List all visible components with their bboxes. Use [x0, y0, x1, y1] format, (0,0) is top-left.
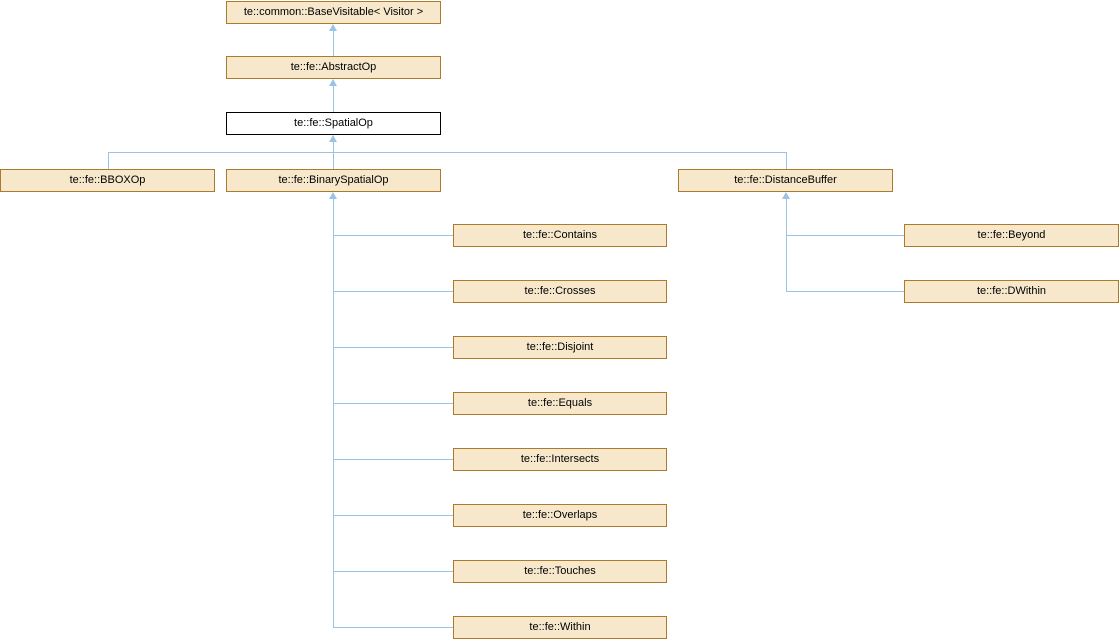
- class-node-abstractop[interactable]: te::fe::AbstractOp: [226, 56, 441, 79]
- edge-spatialop-abstractop: [333, 86, 334, 112]
- class-node-contains[interactable]: te::fe::Contains: [453, 224, 667, 247]
- class-node-disjoint[interactable]: te::fe::Disjoint: [453, 336, 667, 359]
- class-node-distancebuffer[interactable]: te::fe::DistanceBuffer: [678, 169, 893, 192]
- edge-beyond-branch: [786, 235, 904, 236]
- class-node-binaryspatialop[interactable]: te::fe::BinarySpatialOp: [226, 169, 441, 192]
- class-node-intersects[interactable]: te::fe::Intersects: [453, 448, 667, 471]
- edge-children-spatialop-bus: [108, 152, 786, 153]
- class-node-crosses[interactable]: te::fe::Crosses: [453, 280, 667, 303]
- class-node-dwithin[interactable]: te::fe::DWithin: [904, 280, 1119, 303]
- class-node-bboxop[interactable]: te::fe::BBOXOp: [0, 169, 215, 192]
- arrow-up-icon: [329, 24, 337, 31]
- class-node-equals[interactable]: te::fe::Equals: [453, 392, 667, 415]
- class-node-basevisitable[interactable]: te::common::BaseVisitable< Visitor >: [226, 1, 441, 24]
- edge-bboxop-drop: [108, 152, 109, 169]
- edge-overlaps-branch: [333, 515, 453, 516]
- edge-disjoint-branch: [333, 347, 453, 348]
- edge-distancebuffer-trunk: [786, 199, 787, 292]
- arrow-up-icon: [329, 79, 337, 86]
- edge-binaryspatialop-drop: [333, 152, 334, 169]
- edge-intersects-branch: [333, 459, 453, 460]
- edge-distancebuffer-drop: [786, 152, 787, 169]
- edge-equals-branch: [333, 403, 453, 404]
- class-node-within[interactable]: te::fe::Within: [453, 616, 667, 639]
- class-node-touches[interactable]: te::fe::Touches: [453, 560, 667, 583]
- edge-dwithin-branch: [786, 291, 904, 292]
- edge-touches-branch: [333, 571, 453, 572]
- edge-children-spatialop-stem: [333, 142, 334, 152]
- edge-crosses-branch: [333, 291, 453, 292]
- arrow-up-icon: [782, 192, 790, 199]
- edge-abstractop-basevisitable: [333, 31, 334, 56]
- edge-contains-branch: [333, 235, 453, 236]
- arrow-up-icon: [329, 135, 337, 142]
- class-node-beyond[interactable]: te::fe::Beyond: [904, 224, 1119, 247]
- edge-binaryspatialop-trunk: [333, 199, 334, 628]
- class-node-overlaps[interactable]: te::fe::Overlaps: [453, 504, 667, 527]
- edge-within-branch: [333, 627, 453, 628]
- arrow-up-icon: [329, 192, 337, 199]
- class-node-spatialop: te::fe::SpatialOp: [226, 112, 441, 135]
